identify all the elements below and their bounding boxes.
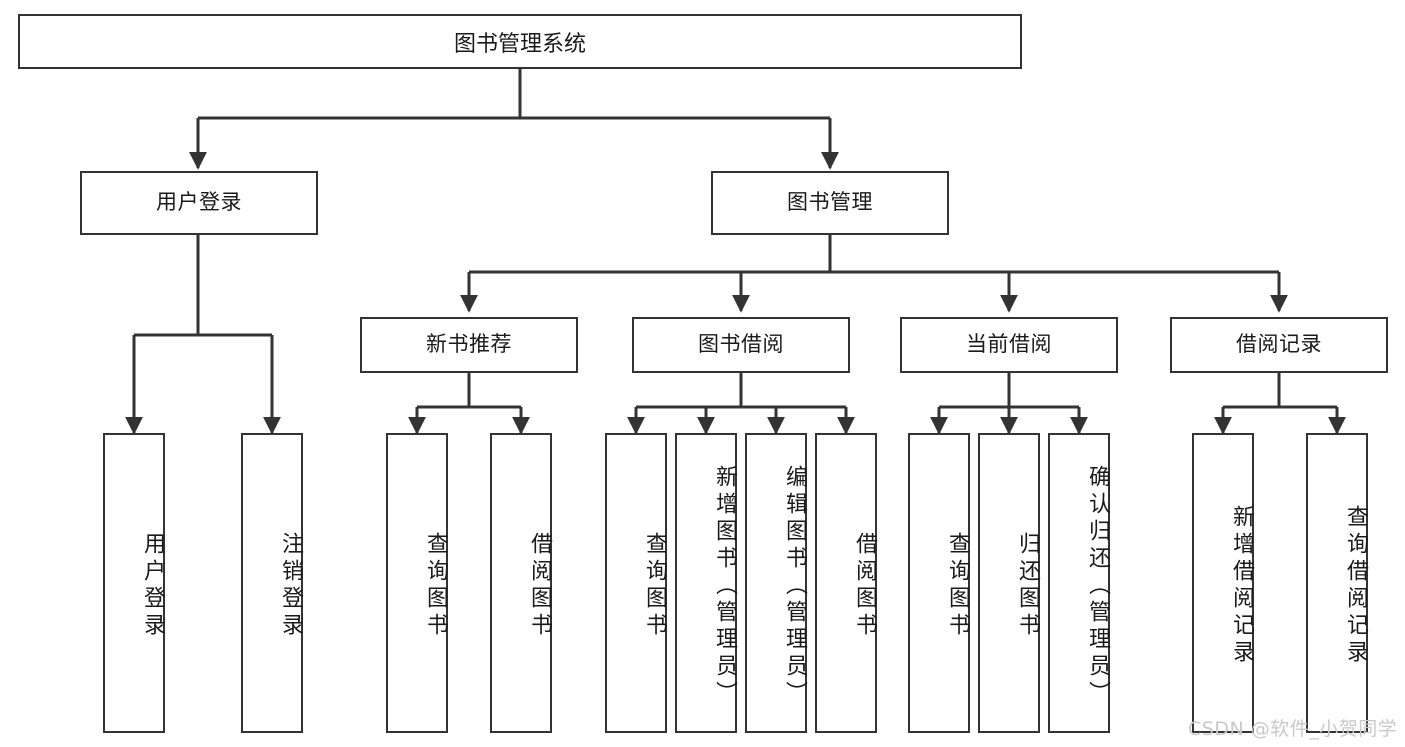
node-leaf-return-book-label: 归还图书 (1015, 532, 1040, 640)
node-leaf-query-book-2[interactable]: 查询图书 (605, 433, 667, 733)
node-leaf-add-record-label: 新增借阅记录 (1229, 505, 1254, 667)
node-leaf-borrow-book-1-label: 借阅图书 (527, 532, 552, 640)
node-leaf-confirm-return[interactable]: 确认归还（管理员） (1048, 433, 1110, 733)
node-leaf-borrow-book-2-label: 借阅图书 (852, 532, 877, 640)
node-leaf-edit-book[interactable]: 编辑图书（管理员） (745, 433, 807, 733)
node-new-book-recommend[interactable]: 新书推荐 (360, 317, 578, 373)
node-leaf-confirm-return-label: 确认归还（管理员） (1085, 464, 1110, 708)
node-new-book-recommend-label: 新书推荐 (426, 332, 512, 357)
node-leaf-query-book-3[interactable]: 查询图书 (908, 433, 970, 733)
node-leaf-user-login-label: 用户登录 (140, 532, 165, 640)
node-leaf-add-record[interactable]: 新增借阅记录 (1192, 433, 1254, 733)
node-root-label: 图书管理系统 (453, 31, 586, 57)
node-root-book-management-system[interactable]: 图书管理系统 (18, 14, 1022, 69)
node-book-manage[interactable]: 图书管理 (711, 171, 949, 235)
node-leaf-user-login[interactable]: 用户登录 (103, 433, 165, 733)
node-leaf-query-book-1-label: 查询图书 (423, 532, 448, 640)
node-current-borrow[interactable]: 当前借阅 (900, 317, 1118, 373)
node-book-borrow[interactable]: 图书借阅 (632, 317, 850, 373)
node-leaf-query-record[interactable]: 查询借阅记录 (1306, 433, 1368, 733)
node-leaf-query-record-label: 查询借阅记录 (1343, 505, 1368, 667)
node-leaf-logout[interactable]: 注销登录 (241, 433, 303, 733)
node-leaf-query-book-3-label: 查询图书 (945, 532, 970, 640)
node-borrow-record[interactable]: 借阅记录 (1170, 317, 1388, 373)
node-book-borrow-label: 图书借阅 (698, 332, 784, 357)
node-leaf-borrow-book-2[interactable]: 借阅图书 (815, 433, 877, 733)
node-current-borrow-label: 当前借阅 (966, 332, 1052, 357)
node-leaf-query-book-1[interactable]: 查询图书 (386, 433, 448, 733)
node-leaf-logout-label: 注销登录 (278, 532, 303, 640)
node-leaf-return-book[interactable]: 归还图书 (978, 433, 1040, 733)
node-leaf-query-book-2-label: 查询图书 (642, 532, 667, 640)
node-borrow-record-label: 借阅记录 (1236, 332, 1322, 357)
node-user-login[interactable]: 用户登录 (80, 171, 318, 235)
node-book-manage-label: 图书管理 (787, 190, 873, 215)
node-leaf-add-book[interactable]: 新增图书（管理员） (675, 433, 737, 733)
csdn-watermark: CSDN @软件_小贺同学 (1188, 718, 1398, 740)
node-leaf-edit-book-label: 编辑图书（管理员） (782, 464, 807, 708)
node-leaf-add-book-label: 新增图书（管理员） (712, 464, 737, 708)
node-leaf-borrow-book-1[interactable]: 借阅图书 (490, 433, 552, 733)
node-user-login-label: 用户登录 (156, 190, 242, 215)
